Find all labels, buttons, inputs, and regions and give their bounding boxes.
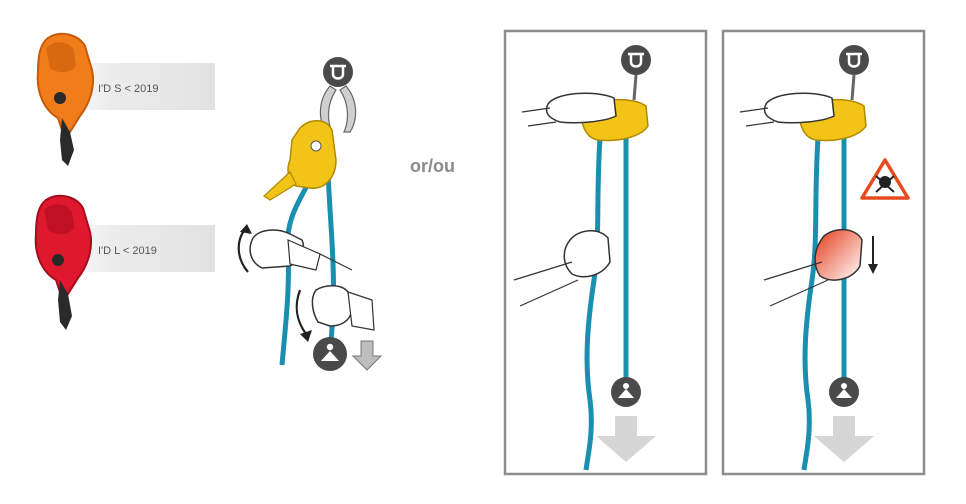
arm-lines [739, 107, 775, 127]
arm-lines [763, 261, 829, 307]
device-handle [58, 280, 72, 330]
hand-on-device [763, 92, 835, 124]
anchor-icon [839, 45, 869, 75]
hand-on-device [545, 92, 617, 124]
device-handle [263, 171, 297, 201]
device-thumbnail-red: I'D L < 2019 [34, 194, 215, 330]
device-label: I'D S < 2019 [98, 83, 159, 95]
arm-lines [521, 107, 557, 127]
anchor-icon [323, 57, 353, 87]
device-pivot [52, 254, 64, 266]
danger-skull-icon [860, 158, 910, 200]
belay-setup-illustration [237, 57, 383, 371]
sling [632, 74, 638, 101]
brake-hand-upper [249, 229, 353, 271]
load-icon [313, 337, 347, 371]
panel-incorrect-use [721, 29, 926, 476]
arrow-up-curved [237, 227, 249, 273]
brake-hand-lower [311, 285, 375, 331]
yellow-device [287, 120, 337, 189]
device-pivot [54, 92, 66, 104]
device-cam [44, 204, 74, 235]
anchor-icon [621, 45, 651, 75]
device-label: I'D L < 2019 [98, 245, 157, 257]
load-direction-arrow [814, 416, 874, 462]
device-handle [60, 118, 74, 166]
load-direction-arrow [351, 340, 383, 371]
device-pivot [310, 140, 322, 152]
device-cam [46, 42, 76, 73]
load-direction-arrow [596, 416, 656, 462]
device-thumbnail-orange: I'D S < 2019 [36, 32, 215, 166]
or-separator: or/ou [410, 156, 455, 176]
hand-gripping-load-strand [814, 228, 863, 281]
rope-brake-strand [583, 137, 603, 471]
panel-correct-use [503, 29, 708, 476]
load-icon [829, 377, 859, 407]
arrow-down-curved [295, 289, 307, 335]
load-icon [611, 377, 641, 407]
sling [850, 74, 856, 101]
carabiner [339, 85, 357, 133]
hand-on-rope [563, 230, 611, 278]
arm-lines [513, 261, 579, 307]
rope-brake-strand [801, 137, 821, 471]
